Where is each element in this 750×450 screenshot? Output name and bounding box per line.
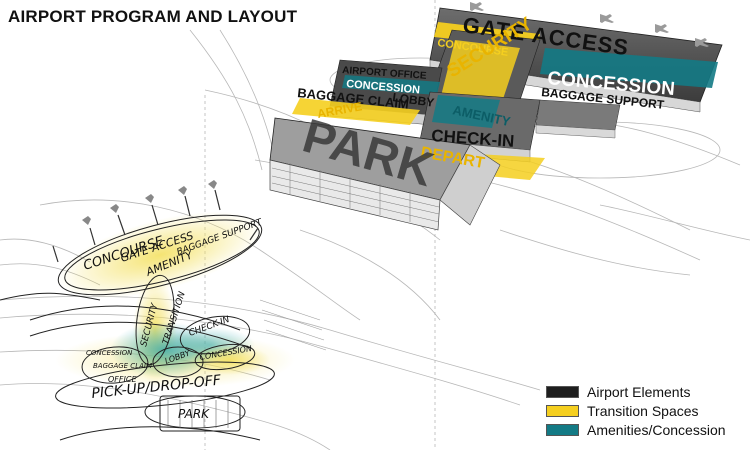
sketch-dropoff-bubble [55, 361, 275, 409]
sketch-label-baggage-claim: BAGGAGE CLAIM [93, 362, 152, 370]
legend-label-transition: Transition Spaces [587, 402, 699, 419]
legend-swatch-amenities [546, 423, 579, 436]
legend-label-amenities: Amenities/Concession [587, 421, 726, 438]
massing-model: GATE ACCESS CONCOURSE CONCESSION BAGGAGE… [269, 2, 723, 231]
page-title: AIRPORT PROGRAM AND LAYOUT [8, 7, 298, 26]
legend-item-airport-elements: Airport Elements [546, 382, 746, 401]
legend: Airport Elements Transition Spaces Ameni… [546, 382, 746, 439]
sketch-label-office: OFFICE [108, 375, 137, 384]
hand-sketch: CONCOURSE GATE ACCESS AMENITY BAGGAGE SU… [0, 180, 327, 441]
legend-label-airport: Airport Elements [587, 383, 691, 400]
sketch-label-concession-left: CONCESSION [86, 349, 133, 357]
legend-item-amenities: Amenities/Concession [546, 420, 746, 439]
sketch-label-park: PARK [178, 407, 210, 421]
legend-item-transition-spaces: Transition Spaces [546, 401, 746, 420]
legend-swatch-airport [546, 385, 579, 398]
sketch-security-bubble [135, 274, 175, 366]
aircraft-icons [470, 2, 709, 47]
legend-swatch-transition [546, 404, 579, 417]
sketch-concourse-bubble [57, 214, 263, 296]
model-label-lobby: LOBBY [392, 90, 436, 110]
